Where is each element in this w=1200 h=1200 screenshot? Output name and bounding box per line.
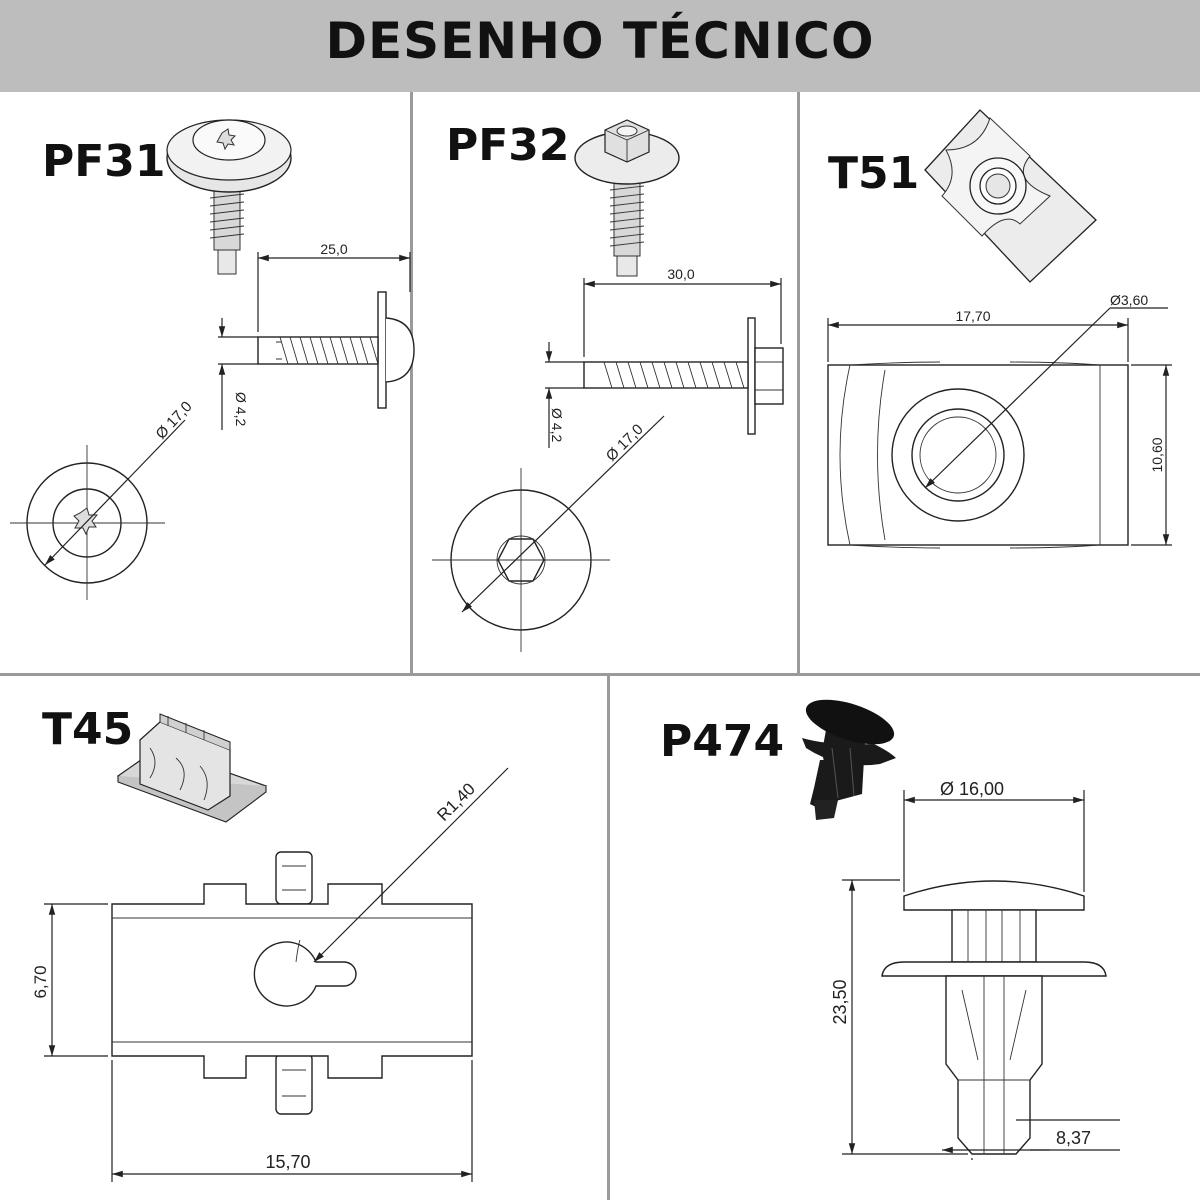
t51-drawing: 17,70 Ø3,60 10,60 xyxy=(827,109,1172,549)
divider-h xyxy=(0,673,1200,676)
title-bar: DESENHO TÉCNICO xyxy=(0,0,1200,92)
pf31-length-dim: 25,0 xyxy=(320,241,347,257)
divider-v-1 xyxy=(410,92,413,674)
pf31-head-dia: Ø 17,0 xyxy=(152,398,195,443)
pf31-shaft-dia: Ø 4,2 xyxy=(233,392,249,426)
p474-tip-width: 8,37 xyxy=(1056,1128,1091,1148)
pf32-drawing: 30,0 Ø 4,2 Ø 17,0 xyxy=(432,119,784,652)
t45-width-dim: 15,70 xyxy=(265,1152,310,1172)
pf32-head-dia: Ø 17,0 xyxy=(603,421,647,465)
p474-side-view xyxy=(842,790,1120,1160)
label-p474: P474 xyxy=(660,716,785,767)
pf31-drawing: 25,0 Ø 4,2 Ø 17,0 xyxy=(10,119,415,600)
pf32-front-view xyxy=(432,415,665,652)
label-pf31: PF31 xyxy=(42,136,166,187)
page-title: DESENHO TÉCNICO xyxy=(325,12,875,70)
p474-length-dim: 23,50 xyxy=(830,979,850,1024)
pf32-side-view xyxy=(545,278,784,448)
divider-v-3 xyxy=(607,676,610,1200)
pf31-side-view xyxy=(218,252,415,430)
divider-v-2 xyxy=(797,92,800,674)
t45-3d-view xyxy=(116,713,268,823)
t45-front-view xyxy=(44,767,509,1182)
p474-head-dia: Ø 16,00 xyxy=(940,779,1004,799)
pf32-length-dim: 30,0 xyxy=(667,266,694,282)
p474-drawing: Ø 16,00 23,50 8,37 xyxy=(802,699,1120,1160)
t45-drawing: R1,40 6,70 15,70 xyxy=(31,713,509,1182)
t51-height-dim: 10,60 xyxy=(1149,437,1165,472)
p474-3d-view xyxy=(802,699,896,820)
t51-width-dim: 17,70 xyxy=(955,308,990,324)
t45-radius-dim: R1,40 xyxy=(433,779,479,825)
pf32-3d-view xyxy=(574,119,680,277)
pf32-shaft-dia: Ø 4,2 xyxy=(549,408,565,442)
pf31-3d-view xyxy=(166,119,292,275)
t51-3d-view xyxy=(924,109,1097,283)
label-t51: T51 xyxy=(828,148,920,199)
t45-height-dim: 6,70 xyxy=(31,965,50,998)
t51-hole-dia: Ø3,60 xyxy=(1110,292,1148,308)
pf31-front-view xyxy=(10,419,186,600)
label-pf32: PF32 xyxy=(446,120,570,171)
t51-front-view xyxy=(827,307,1172,549)
label-t45: T45 xyxy=(42,704,134,755)
